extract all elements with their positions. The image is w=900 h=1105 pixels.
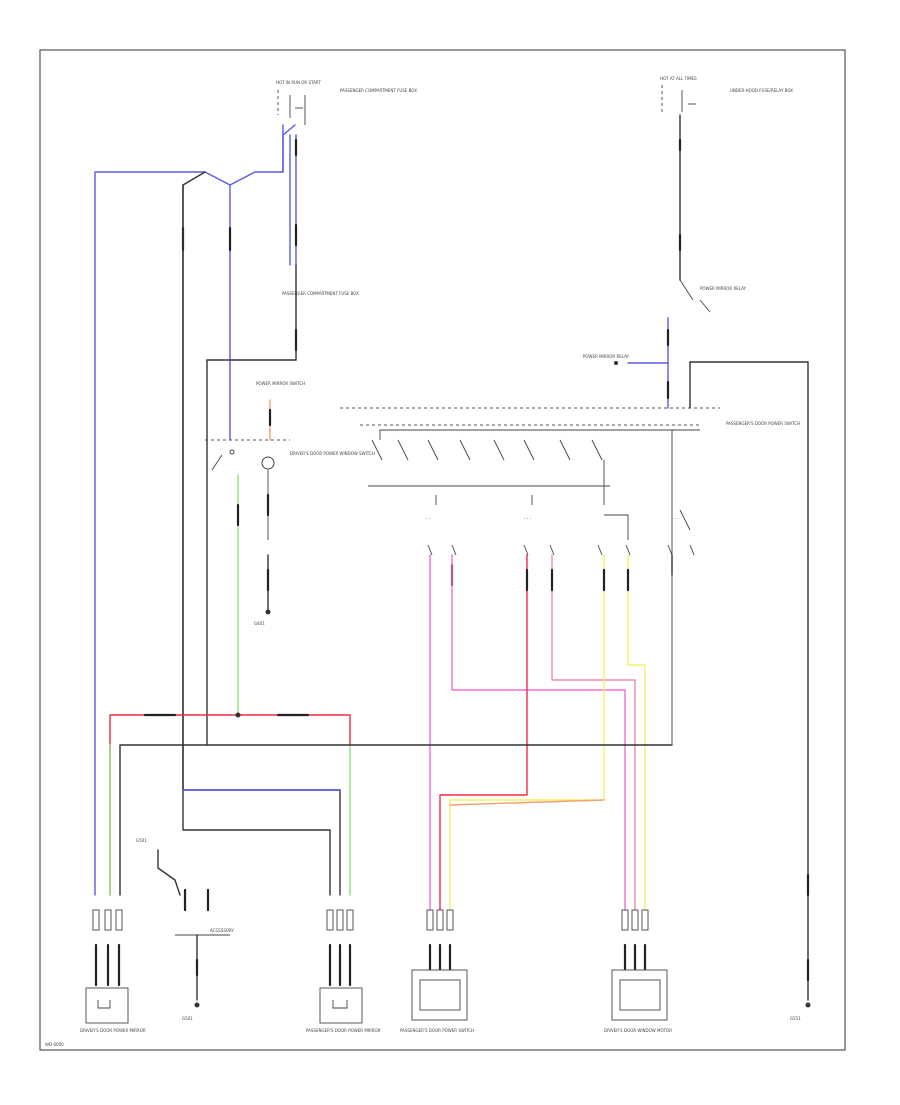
left-ground-branch: G501 ACCESSORY G501 (136, 838, 235, 1021)
switch-output-connectors: - - - - - - - - (426, 514, 695, 556)
svg-text:- - -: - - - (672, 516, 679, 521)
svg-text:- - -: - - - (524, 516, 531, 521)
output-wires (429, 554, 673, 916)
top-right-supply: HOT AT ALL TIMES UNDER-HOOD FUSE/RELAY B… (583, 76, 793, 409)
hot-label-right: HOT AT ALL TIMES (660, 76, 697, 81)
left-fuse-label: PASSENGER COMPARTMENT FUSE BOX (282, 291, 359, 296)
right-ground-branch: G551 (689, 361, 811, 1021)
passenger-mirror-label: PASSENGER'S DOOR POWER MIRROR (306, 1028, 381, 1033)
diagram-frame (39, 49, 846, 1051)
fuse-box-label-right: UNDER-HOOD FUSE/RELAY BOX (730, 88, 793, 93)
svg-text:- -: - - (426, 516, 431, 521)
driver-switch-label: DRIVER'S DOOR POWER WINDOW SWITCH (290, 451, 375, 456)
left-fuse-connector: PASSENGER COMPARTMENT FUSE BOX (206, 264, 359, 746)
relay-connector-label: POWER MIRROR RELAY (583, 354, 630, 359)
blue-supply-wires (94, 124, 341, 896)
relay-label: POWER MIRROR RELAY (700, 286, 747, 291)
left-mirror-switch: POWER MIRROR SWITCH DRIVER'S DOOR POWER … (205, 381, 375, 716)
power-window-switch-block: PASSENGER'S DOOR POWER SWITCH (340, 407, 800, 745)
corner-code: WD-0000 (45, 1042, 64, 1047)
ground-bottom-label: G501 (182, 1016, 193, 1021)
top-left-supply: HOT IN RUN OR START PASSENGER COMPARTMEN… (276, 80, 417, 125)
fuse-box-label-left: PASSENGER COMPARTMENT FUSE BOX (340, 88, 417, 93)
driver-mirror-label: DRIVER'S DOOR POWER MIRROR (80, 1028, 146, 1033)
left-switch-top-label: POWER MIRROR SWITCH (256, 381, 305, 386)
driver-mirror-component: DRIVER'S DOOR POWER MIRROR (80, 909, 146, 1033)
ground-right-label: G551 (790, 1016, 801, 1021)
driver-window-motor-label: DRIVER'S DOOR WINDOW MOTOR (604, 1028, 672, 1033)
driver-window-motor-component: DRIVER'S DOOR WINDOW MOTOR (604, 909, 672, 1033)
passenger-mirror-component: PASSENGER'S DOOR POWER MIRROR (306, 909, 381, 1033)
passenger-switch-label: PASSENGER'S DOOR POWER SWITCH (400, 1028, 474, 1033)
interlock-label: ACCESSORY (210, 928, 235, 933)
ground-mid-label: G401 (254, 621, 265, 626)
passenger-switch-component: PASSENGER'S DOOR POWER SWITCH (400, 909, 474, 1033)
hot-label-left: HOT IN RUN OR START (276, 80, 321, 85)
mirror-cross-wires (109, 712, 673, 896)
ground-lower-label: G501 (136, 838, 147, 843)
pass-switch-label: PASSENGER'S DOOR POWER SWITCH (726, 421, 800, 426)
